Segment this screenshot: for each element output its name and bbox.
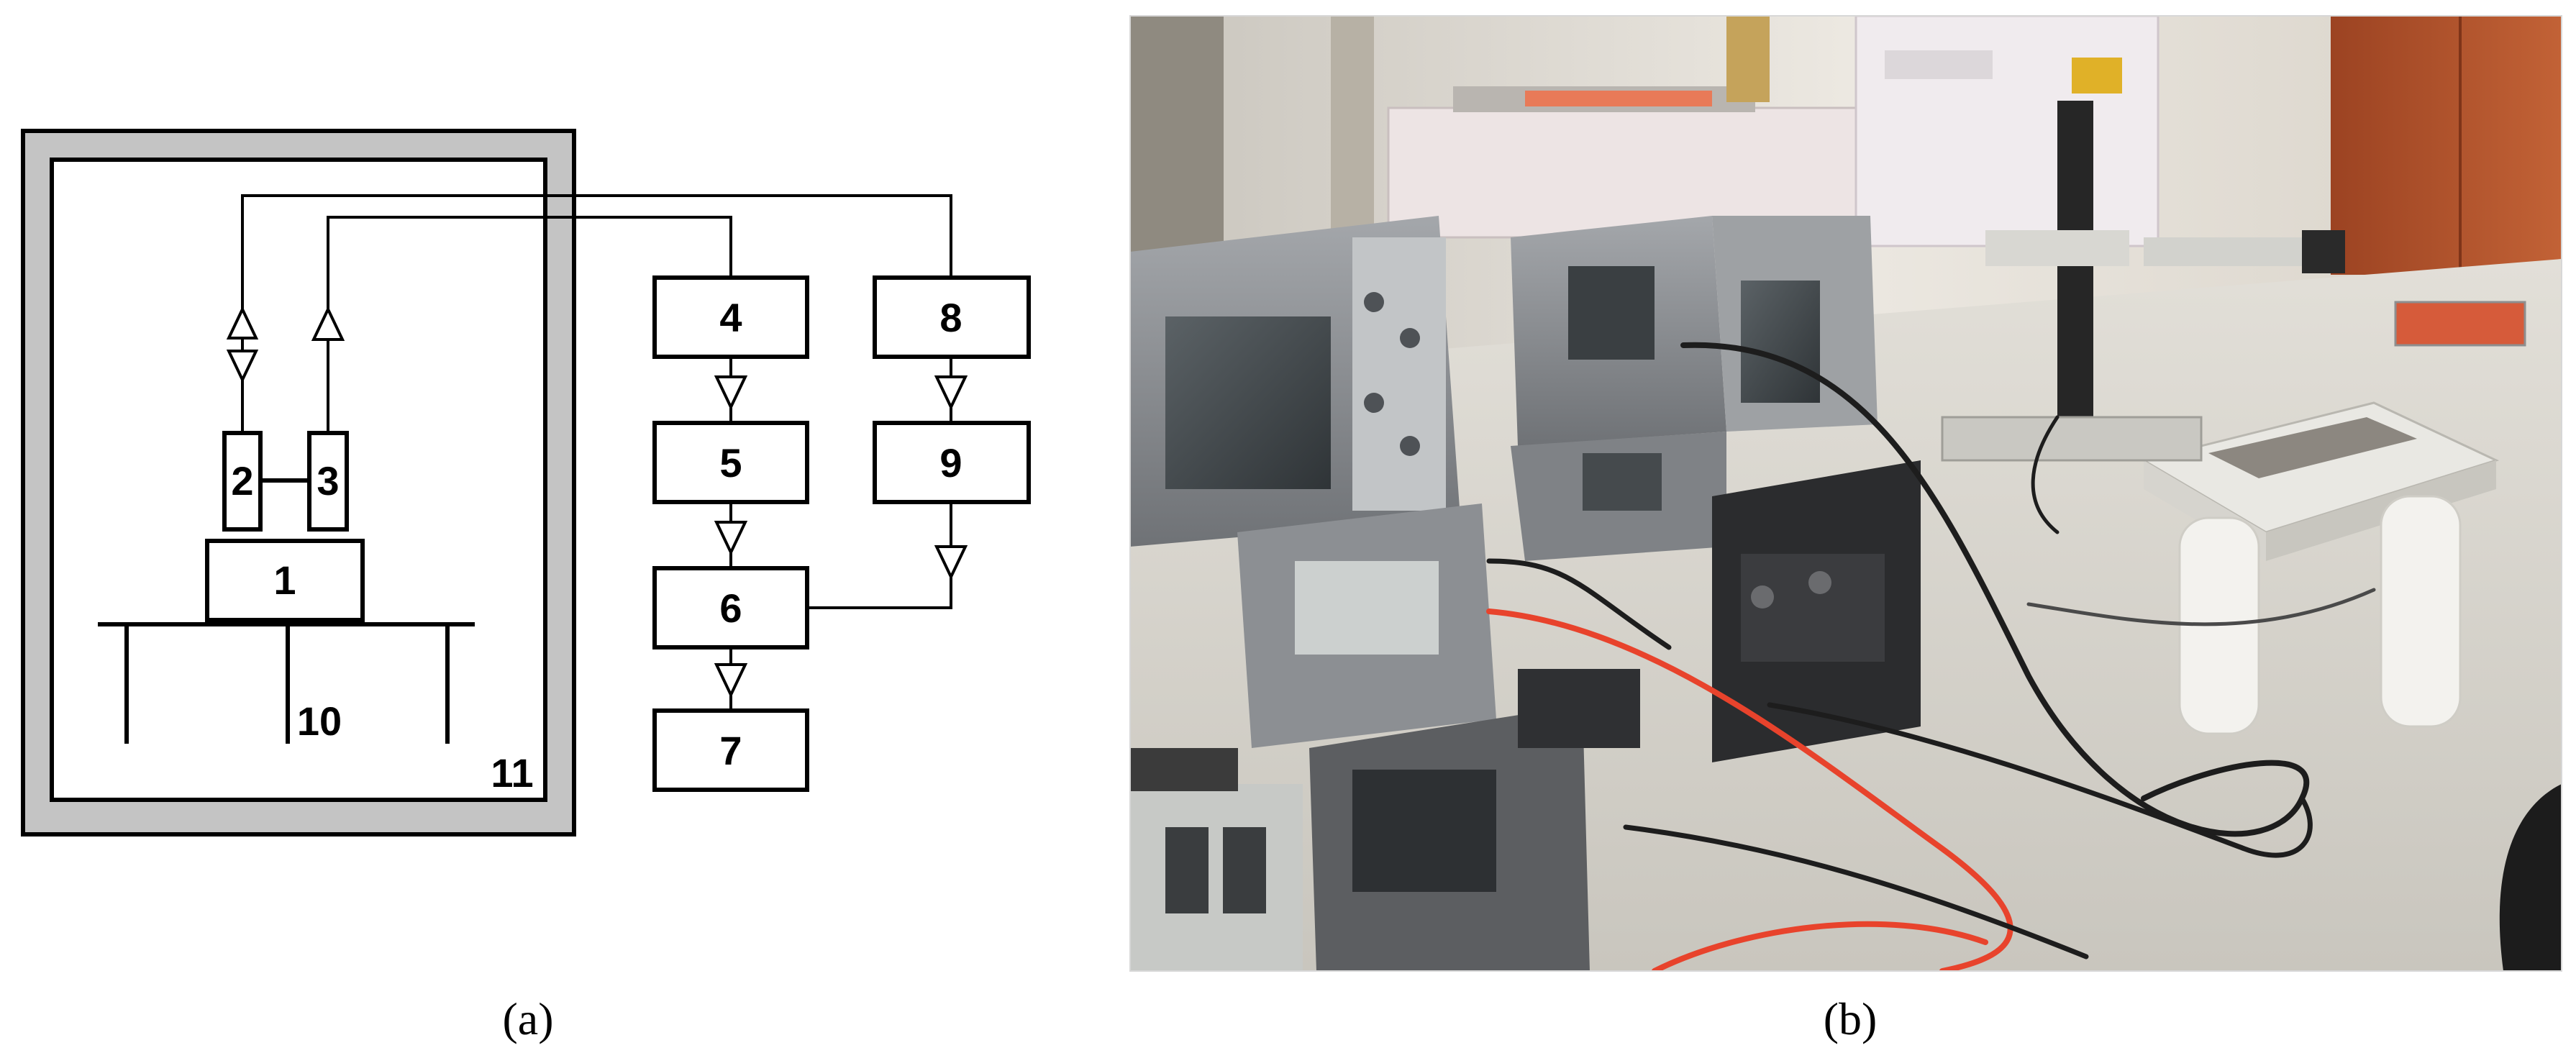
stand-label: 10 [297, 698, 342, 744]
block-7-label: 7 [719, 728, 742, 773]
photo-sample-table [2141, 401, 2500, 735]
photo-instruments [1130, 216, 1921, 971]
arrow-8-to-9 [934, 357, 968, 423]
block-diagram-panel: 1 2 3 4 5 6 7 8 9 10 11 (a) [21, 129, 1031, 1044]
block-7 [652, 708, 809, 792]
arrow-6-to-7 [714, 647, 748, 711]
block-1 [205, 539, 365, 622]
block-5 [652, 421, 809, 504]
arrow-9-to-6 [807, 502, 968, 609]
arrow-3-up [311, 306, 345, 341]
block-8-label: 8 [939, 295, 962, 340]
photo-chair [2499, 784, 2562, 971]
arrow-5-to-6 [714, 502, 748, 568]
arrow-bidirectional-2 [226, 306, 259, 383]
stand-10 [98, 622, 475, 744]
chamber-11 [21, 129, 576, 837]
block-9-label: 9 [939, 440, 962, 486]
block-6-label: 6 [719, 585, 742, 631]
chamber-label: 11 [491, 750, 533, 796]
block-2-label: 2 [231, 458, 253, 503]
photo-wood-cabinet [2331, 16, 2562, 275]
block-5-label: 5 [719, 440, 742, 486]
photo-cables [1486, 342, 2376, 971]
panel-b-caption: (b) [1824, 993, 1878, 1044]
panel-a-caption: (a) [502, 993, 553, 1044]
block-1-label: 1 [273, 557, 296, 603]
photo-translation-stage [1941, 58, 2526, 462]
experimental-setup-photo [1130, 16, 2562, 971]
arrow-4-to-5 [714, 357, 748, 423]
block-3-label: 3 [317, 458, 339, 503]
block-4-label: 4 [719, 295, 742, 340]
